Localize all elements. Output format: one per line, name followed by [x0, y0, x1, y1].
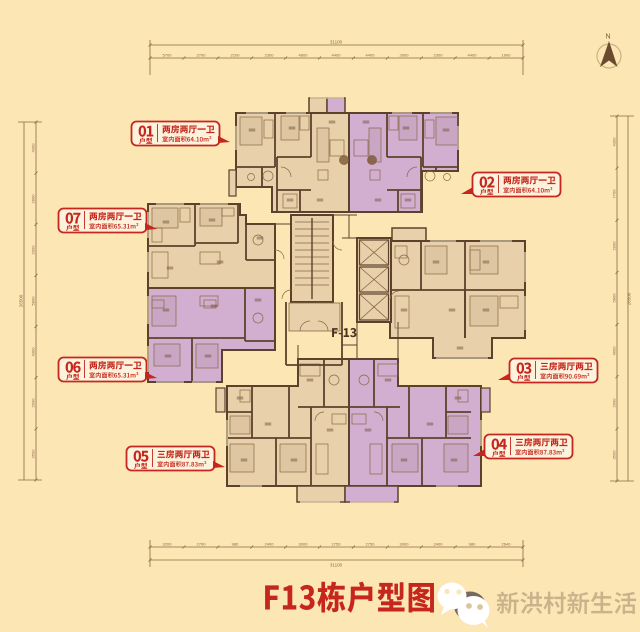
- svg-text:4300: 4300: [31, 143, 36, 153]
- svg-text:2900: 2900: [612, 241, 617, 251]
- svg-text:31100: 31100: [330, 40, 343, 45]
- svg-text:5800: 5800: [31, 296, 36, 306]
- svg-text:4300: 4300: [31, 347, 36, 357]
- svg-text:7700: 7700: [612, 189, 617, 199]
- svg-text:980: 980: [469, 542, 476, 547]
- svg-text:2400: 2400: [265, 542, 275, 547]
- svg-text:3200: 3200: [163, 542, 173, 547]
- svg-text:2700: 2700: [197, 542, 207, 547]
- svg-text:5700: 5700: [163, 53, 173, 58]
- svg-text:2700: 2700: [197, 53, 207, 58]
- svg-text:4300: 4300: [612, 137, 617, 147]
- svg-text:1900: 1900: [502, 53, 512, 58]
- svg-text:3500: 3500: [31, 449, 36, 459]
- svg-text:4400: 4400: [332, 53, 342, 58]
- svg-text:5800: 5800: [612, 293, 617, 303]
- svg-text:4800: 4800: [299, 53, 309, 58]
- svg-text:2600: 2600: [400, 53, 410, 58]
- svg-text:2900: 2900: [612, 398, 617, 408]
- svg-text:2800: 2800: [31, 194, 36, 204]
- svg-text:4400: 4400: [468, 53, 478, 58]
- svg-text:2300: 2300: [265, 53, 275, 58]
- svg-text:2750: 2750: [332, 542, 342, 547]
- svg-text:2300: 2300: [434, 53, 444, 58]
- svg-text:2400: 2400: [434, 542, 444, 547]
- svg-text:2900: 2900: [31, 398, 36, 408]
- svg-text:3500: 3500: [612, 450, 617, 460]
- svg-text:2750: 2750: [366, 542, 376, 547]
- svg-text:26500: 26500: [19, 294, 24, 307]
- svg-text:3000: 3000: [299, 542, 309, 547]
- svg-text:31100: 31100: [330, 563, 343, 568]
- svg-text:2640: 2640: [502, 542, 512, 547]
- svg-text:2900: 2900: [31, 245, 36, 255]
- svg-text:3000: 3000: [400, 542, 410, 547]
- svg-text:2100: 2100: [231, 53, 241, 58]
- svg-text:26500: 26500: [627, 292, 632, 305]
- svg-text:4400: 4400: [366, 53, 376, 58]
- svg-text:980: 980: [232, 542, 239, 547]
- svg-text:4600: 4600: [612, 346, 617, 356]
- svg-text:N: N: [606, 34, 611, 41]
